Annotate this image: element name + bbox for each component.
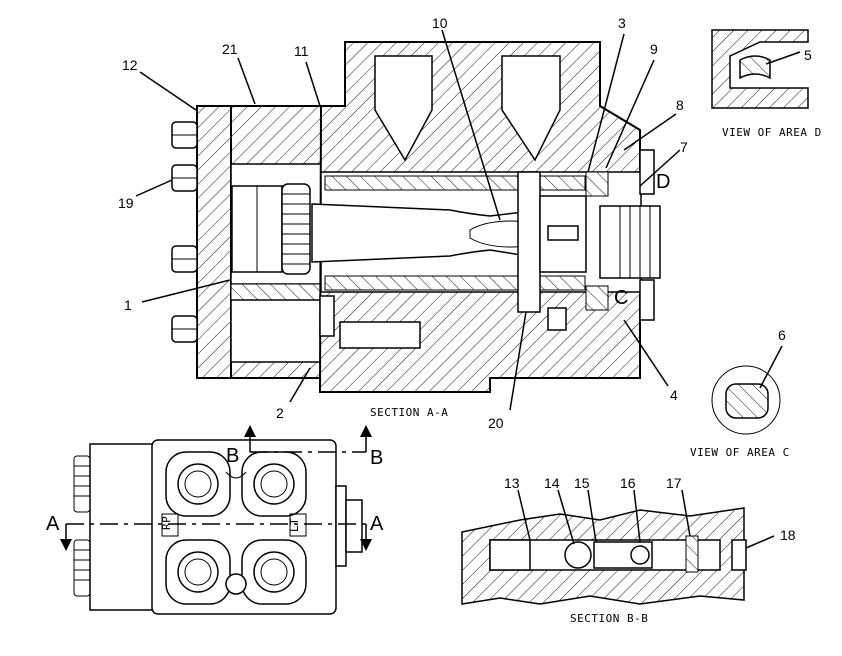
leader-lines-aa bbox=[135, 29, 681, 411]
label-6: 6 bbox=[778, 327, 786, 343]
caption-section-bb: SECTION B-B bbox=[570, 612, 648, 625]
letter-c: C bbox=[614, 287, 628, 309]
letter-markers: D C B B A A bbox=[46, 171, 670, 535]
label-14: 14 bbox=[544, 475, 560, 491]
label-4: 4 bbox=[670, 387, 678, 403]
ports bbox=[165, 451, 307, 605]
part-number-labels: 12 21 11 10 3 9 8 7 19 1 2 20 4 5 6 13 1… bbox=[118, 15, 812, 543]
label-16: 16 bbox=[620, 475, 636, 491]
label-19: 19 bbox=[118, 195, 134, 211]
drive-gear bbox=[281, 183, 311, 275]
view-area-d-drawing bbox=[711, 29, 809, 109]
label-18: 18 bbox=[780, 527, 796, 543]
label-2: 2 bbox=[276, 405, 284, 421]
letter-a-left: A bbox=[46, 513, 60, 535]
label-1: 1 bbox=[124, 297, 132, 313]
label-21: 21 bbox=[222, 41, 238, 57]
caption-section-aa: SECTION A-A bbox=[370, 406, 448, 419]
leader-lines-bb bbox=[517, 489, 775, 549]
letter-a-right: A bbox=[370, 513, 384, 535]
label-11: 11 bbox=[294, 43, 309, 59]
bolt-heads bbox=[171, 121, 198, 343]
captions: SECTION A-A SECTION B-B VIEW OF AREA D V… bbox=[370, 126, 822, 625]
label-15: 15 bbox=[574, 475, 590, 491]
label-12: 12 bbox=[122, 57, 138, 73]
label-9: 9 bbox=[650, 41, 658, 57]
seal-c bbox=[725, 383, 769, 419]
label-13: 13 bbox=[504, 475, 520, 491]
letter-d: D bbox=[656, 171, 670, 193]
caption-view-area-c: VIEW OF AREA C bbox=[690, 446, 790, 459]
label-3: 3 bbox=[618, 15, 626, 31]
end-cap-plate bbox=[196, 105, 232, 379]
section-aa-drawing bbox=[171, 41, 661, 393]
end-view-drawing bbox=[60, 425, 372, 615]
label-5: 5 bbox=[804, 47, 812, 63]
pin bbox=[517, 171, 541, 313]
letter-b-left: B bbox=[226, 445, 239, 467]
caption-view-area-d: VIEW OF AREA D bbox=[722, 126, 822, 139]
check-ball bbox=[564, 541, 592, 569]
label-10: 10 bbox=[432, 15, 448, 31]
letter-b-right: B bbox=[370, 447, 383, 469]
label-17: 17 bbox=[666, 475, 682, 491]
port-label-lt: LT bbox=[288, 518, 301, 532]
seal-d bbox=[739, 55, 771, 80]
port-label-rp: RP bbox=[160, 516, 173, 530]
label-20: 20 bbox=[488, 415, 504, 431]
label-8: 8 bbox=[676, 97, 684, 113]
section-bb-drawing bbox=[461, 507, 747, 605]
view-area-c-drawing bbox=[711, 345, 783, 435]
port-labels: RP LT bbox=[160, 516, 301, 532]
label-7: 7 bbox=[680, 139, 688, 155]
